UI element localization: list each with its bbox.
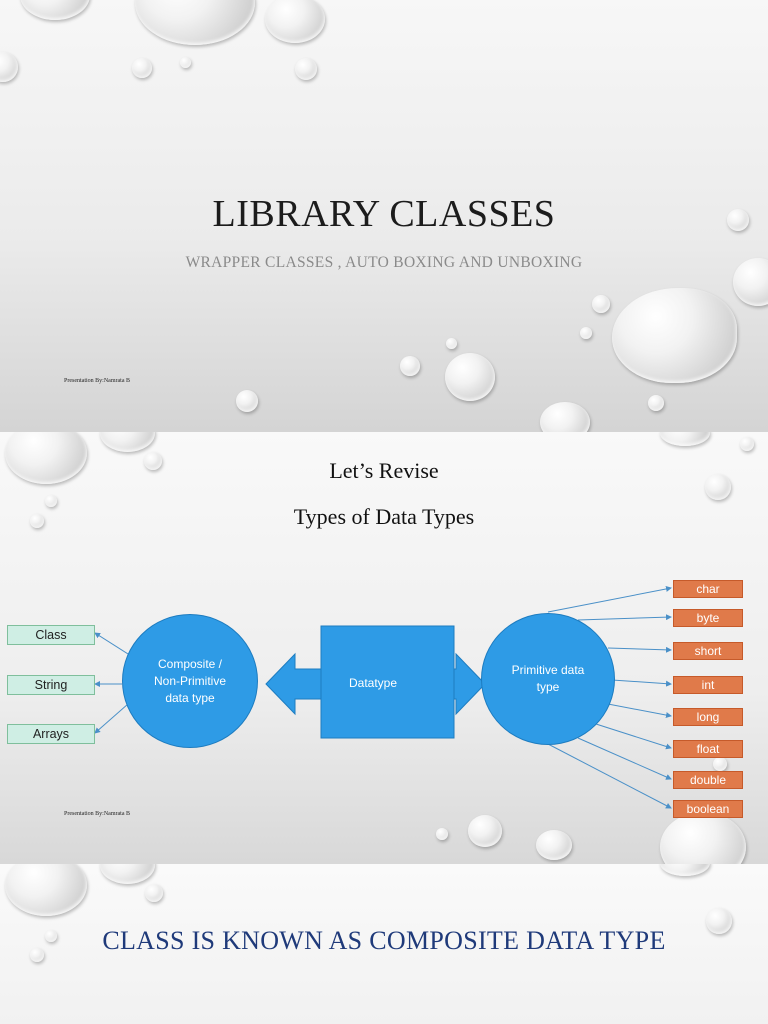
water-drop [135,0,255,45]
presenter-credit: Presentation By:Namrata B [64,811,130,817]
water-drop [20,0,90,20]
water-drop [468,815,502,847]
water-drop [100,432,155,452]
water-drop [536,830,572,860]
primitive-item-boolean: boolean [673,800,743,818]
composite-circle: Composite / Non-Primitive data type [122,614,258,748]
water-drop [540,402,590,432]
water-drop [45,495,57,507]
primitive-item-byte: byte [673,609,743,627]
water-drop [733,258,768,306]
composite-statement: CLASS IS KNOWN AS COMPOSITE DATA TYPE [102,926,666,955]
water-drop [713,757,727,771]
revise-heading: Let’s Revise [329,458,439,483]
water-drop [445,353,495,401]
water-drop [132,58,152,78]
water-drop [660,812,746,864]
water-drop [295,58,317,80]
water-drop [5,432,87,484]
water-drop [180,57,191,68]
water-drop [30,514,44,528]
data-types-heading: Types of Data Types [293,504,475,529]
composite-item-string: String [7,675,95,695]
water-drop [5,864,87,916]
water-drop [400,356,420,376]
composite-item-arrays: Arrays [7,724,95,744]
datatype-label: Datatype [349,676,398,690]
water-drop [145,884,163,902]
primitive-item-int: int [673,676,743,694]
water-drop [660,864,710,876]
water-drop [740,437,754,451]
composite-label: Composite / Non-Primitive data type [153,656,226,705]
slide-title: LIBRARY CLASSES WRAPPER CLASSES , AUTO B… [0,0,768,432]
water-drop [100,864,155,884]
diagram-connectors [94,586,672,809]
slide-composite: CLASS IS KNOWN AS COMPOSITE DATA TYPE [0,864,768,1024]
water-drop [727,209,749,231]
primitive-item-long: long [673,708,743,726]
slide-data-types: Let’s Revise Types of Data Types Dat [0,432,768,864]
primitive-item-char: char [673,580,743,598]
water-drop [660,432,710,446]
primitive-item-double: double [673,771,743,789]
slide-subtitle: WRAPPER CLASSES , AUTO BOXING AND UNBOXI… [185,254,583,271]
slide-title-text: LIBRARY CLASSES [212,193,556,235]
water-drop [446,338,457,349]
water-drop [436,828,448,840]
water-drop [265,0,325,43]
primitive-item-short: short [673,642,743,660]
water-drop [236,390,258,412]
water-drop [0,52,18,82]
primitive-label: Primitive data type [511,663,585,694]
datatype-box [320,625,455,739]
presenter-credit: Presentation By:Namrata B [64,378,130,384]
water-drop [648,395,664,411]
primitive-circle: Primitive data type [481,613,615,745]
water-drop [30,948,44,962]
water-drop [144,452,162,470]
water-drop [705,474,731,500]
primitive-item-float: float [673,740,743,758]
water-drop [706,908,732,934]
water-drop [45,930,57,942]
water-drop [580,327,592,339]
composite-item-class: Class [7,625,95,645]
water-drop [592,295,610,313]
water-drop [612,288,737,383]
